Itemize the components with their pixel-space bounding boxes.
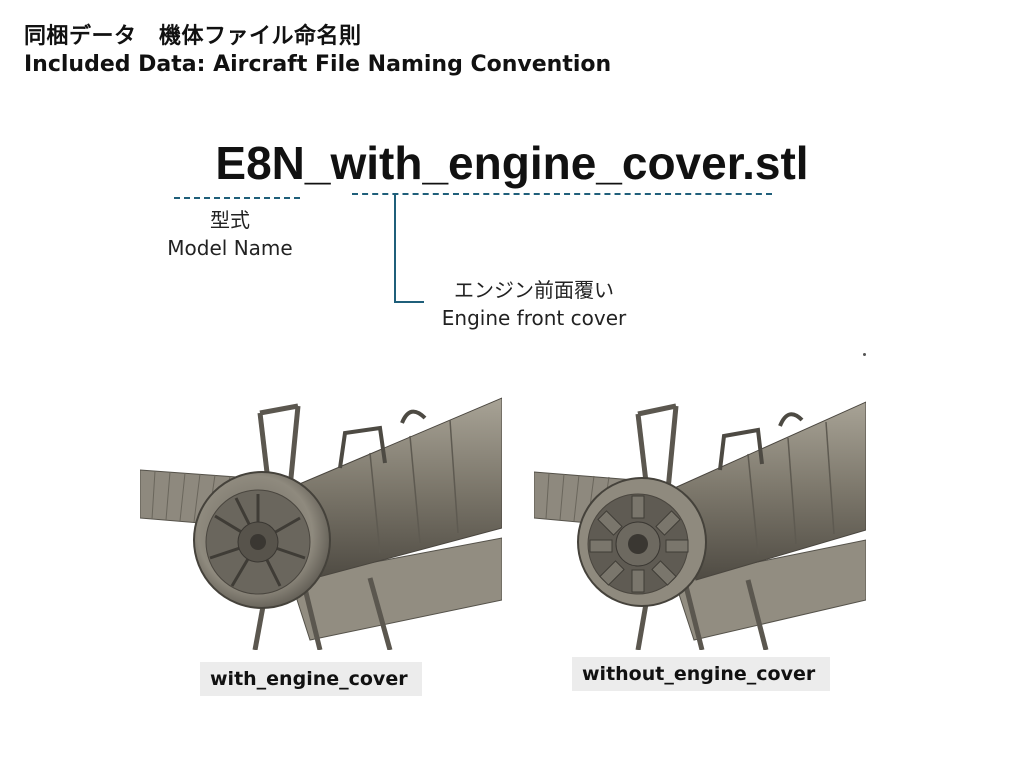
engine-cover-label: エンジン前面覆い Engine front cover (424, 276, 644, 332)
model-name-underline (174, 197, 300, 199)
engine-cover-label-en: Engine front cover (441, 306, 627, 330)
example-filename: E8N_with_engine_cover.stl (215, 137, 809, 189)
engine-cover-underline (352, 193, 772, 195)
render-without-engine-cover (534, 384, 866, 650)
render-with-engine-cover (140, 378, 502, 650)
caption-with-engine-cover: with_engine_cover (200, 662, 422, 696)
aircraft-render-without-cover (534, 401, 866, 650)
aircraft-render-with-cover (140, 397, 502, 650)
engine-cover-connector (394, 195, 424, 303)
model-name-label-en: Model Name (167, 236, 293, 260)
caption-without-engine-cover: without_engine_cover (572, 657, 830, 691)
engine-cover-label-jp: エンジン前面覆い (454, 278, 614, 302)
title-english: Included Data: Aircraft File Naming Conv… (24, 52, 612, 77)
title-japanese: 同梱データ 機体ファイル命名則 (24, 24, 362, 49)
model-name-label: 型式 Model Name (150, 206, 310, 262)
model-name-label-jp: 型式 (210, 208, 250, 232)
stray-dot (863, 353, 866, 356)
